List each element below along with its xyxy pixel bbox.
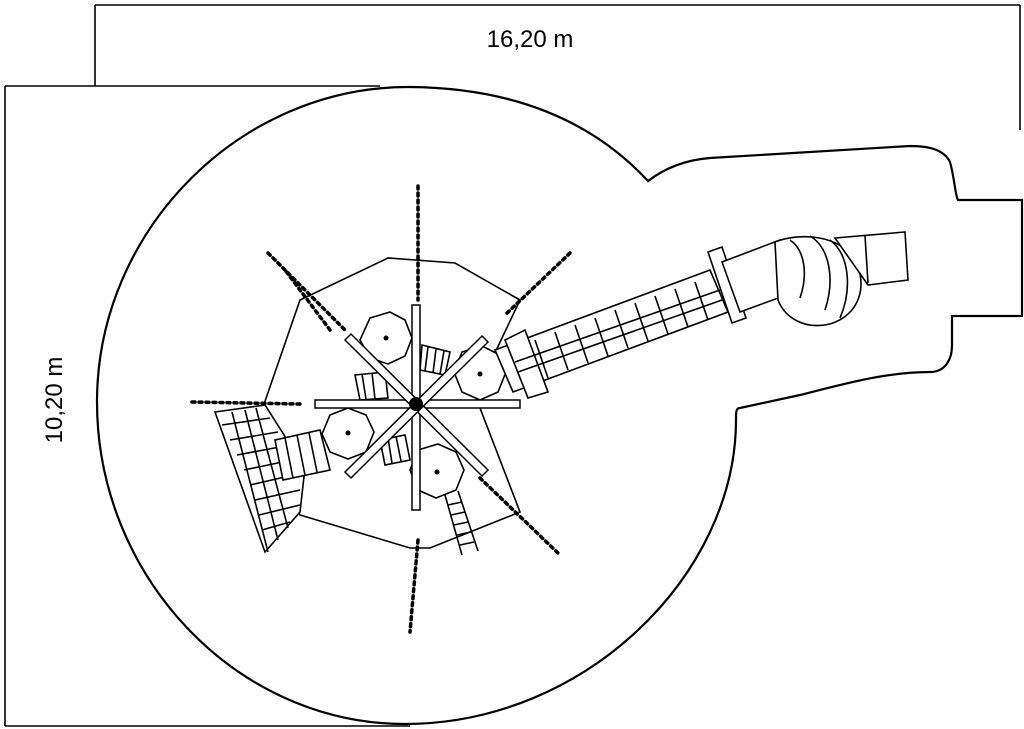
height-dimension: 10,20 m: [4, 85, 410, 727]
ladder-left: [274, 429, 331, 481]
radial-ropes: [190, 184, 572, 634]
slide-rings: [534, 281, 709, 379]
tube-slide: [493, 231, 909, 399]
width-label: 16,20 m: [487, 26, 574, 53]
safety-area-outline: [95, 85, 1024, 726]
width-dimension: 16,20 m: [94, 4, 1021, 130]
steps-upper: [354, 343, 451, 466]
center-pole: [409, 397, 423, 411]
ladder-bottom: [444, 490, 479, 556]
central-beams: [314, 304, 521, 511]
height-label: 10,20 m: [41, 357, 68, 444]
